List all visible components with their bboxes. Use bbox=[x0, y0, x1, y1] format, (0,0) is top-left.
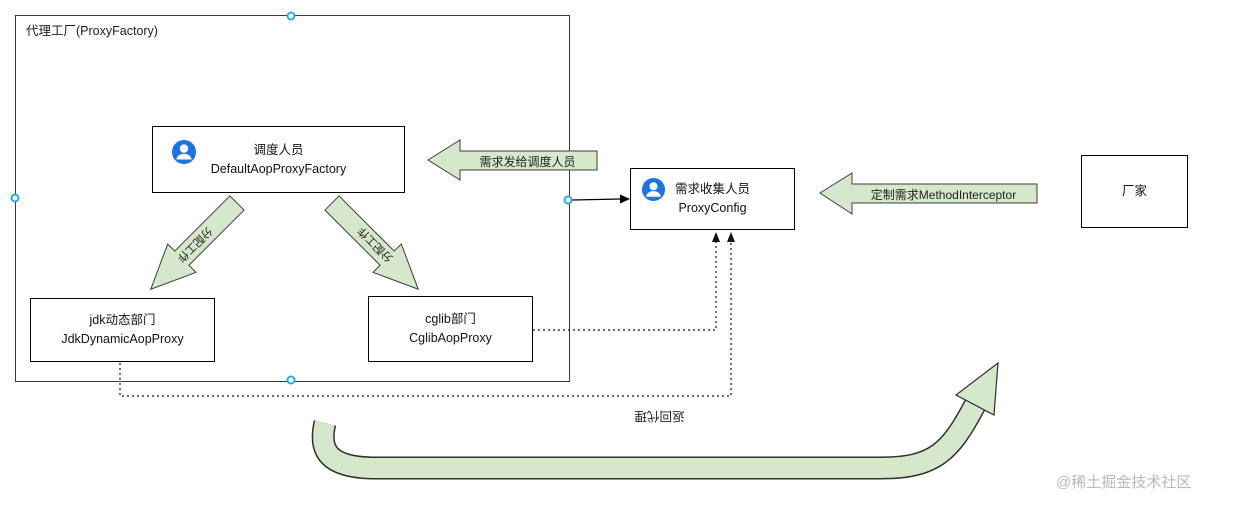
node-jdk[interactable]: jdk动态部门 JdkDynamicAopProxy bbox=[30, 298, 215, 362]
node-title: 调度人员 bbox=[253, 142, 304, 157]
arrow-label-return-proxy: 返回代理 bbox=[634, 409, 685, 423]
arrow-return-proxy-head[interactable] bbox=[954, 361, 999, 416]
node-title: cglib部门 bbox=[425, 312, 476, 327]
arrow-assign-left[interactable] bbox=[137, 189, 252, 304]
node-cglib[interactable]: cglib部门 CglibAopProxy bbox=[368, 296, 533, 362]
dashed-jdk-to-collector-head bbox=[727, 232, 735, 242]
arrow-custom-requirement[interactable] bbox=[819, 172, 1038, 215]
node-factory[interactable]: 厂家 bbox=[1081, 155, 1188, 228]
node-title: jdk动态部门 bbox=[89, 313, 156, 328]
person-icon bbox=[641, 177, 666, 202]
person-icon bbox=[172, 140, 196, 164]
dashed-cglib-to-collector[interactable] bbox=[533, 238, 717, 331]
selection-handle-bottom[interactable] bbox=[286, 375, 296, 385]
selection-handle-left[interactable] bbox=[10, 193, 20, 203]
node-title: 需求收集人员 bbox=[674, 182, 750, 197]
node-subtitle: DefaultAopProxyFactory bbox=[210, 161, 347, 176]
node-subtitle: ProxyConfig bbox=[678, 201, 747, 215]
node-collector[interactable]: 需求收集人员 ProxyConfig bbox=[630, 168, 795, 230]
node-subtitle: JdkDynamicAopProxy bbox=[61, 332, 184, 346]
node-dispatcher[interactable]: 调度人员 DefaultAopProxyFactory bbox=[152, 126, 405, 193]
proxy-factory-label: 代理工厂(ProxyFactory) bbox=[26, 24, 158, 38]
arrow-return-proxy-body[interactable] bbox=[313, 400, 984, 478]
dashed-cglib-to-collector-head bbox=[712, 232, 720, 242]
watermark: @稀土掘金技术社区 bbox=[1056, 474, 1192, 491]
connector-container-to-collector-head bbox=[620, 194, 630, 204]
arrow-label-send-to-dispatcher: 需求发给调度人员 bbox=[479, 155, 576, 169]
arrow-send-to-dispatcher[interactable] bbox=[427, 139, 598, 181]
arrow-assign-right[interactable] bbox=[318, 189, 433, 304]
node-subtitle: CglibAopProxy bbox=[409, 331, 492, 345]
selection-handle-right[interactable] bbox=[563, 195, 573, 205]
arrow-label-custom-requirement: 定制需求MethodInterceptor bbox=[870, 188, 1017, 202]
connector-container-to-collector[interactable] bbox=[571, 198, 622, 201]
node-title: 厂家 bbox=[1121, 184, 1147, 199]
selection-handle-top[interactable] bbox=[286, 11, 296, 21]
dashed-jdk-to-collector[interactable] bbox=[119, 238, 732, 397]
